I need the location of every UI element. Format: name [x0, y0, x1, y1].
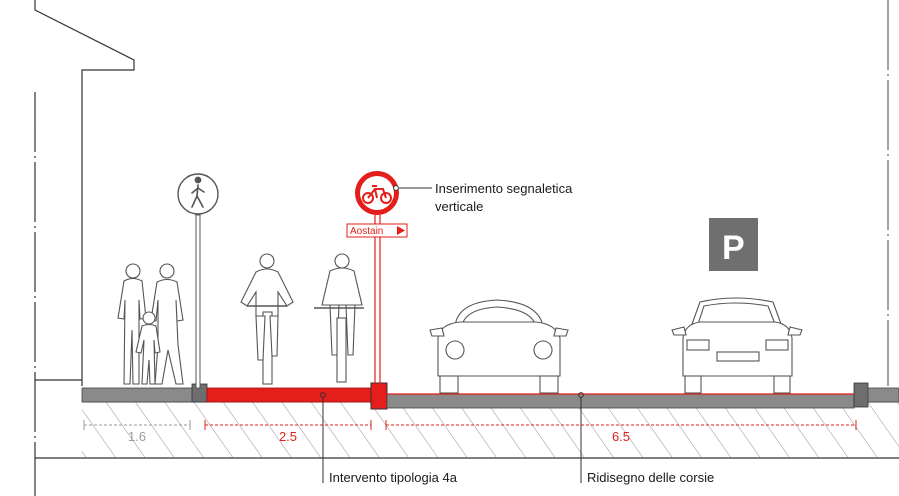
pedestrian-sign: [177, 173, 219, 389]
cycle-lane-kerb: [370, 382, 388, 410]
car-sedan: [671, 297, 803, 394]
car-sports: [429, 299, 569, 394]
callout-cycle-intervention: Intervento tipologia 4a: [320, 392, 458, 485]
dimension-sidewalk: 1.6: [83, 420, 191, 444]
kerb-right: [853, 382, 869, 408]
right-sidewalk-surface: [867, 387, 899, 403]
callout-lane-redesign: Ridisegno delle corsie: [578, 392, 714, 485]
cyclist-2: [314, 253, 364, 383]
carriageway-surface: [386, 393, 855, 409]
pedestrian-icon: [191, 176, 205, 208]
label-cycle-intervention: Intervento tipologia 4a: [329, 470, 458, 485]
building-outline: [34, 0, 135, 496]
label-signage-line2: verticale: [435, 199, 483, 214]
bicycle-sign: Aostain: [346, 171, 408, 384]
pedestrian-adult-1: [117, 263, 147, 385]
label-lane-redesign: Ridisegno delle corsie: [587, 470, 714, 485]
parking-sign: P: [709, 218, 758, 271]
dimension-carriageway: 6.5: [385, 420, 857, 444]
dimension-cycle-lane-label: 2.5: [279, 429, 297, 444]
cycle-lane-surface: [206, 387, 372, 403]
parking-letter: P: [722, 229, 745, 267]
pedestrian-adult-2: [150, 263, 184, 385]
bicycle-icon: [362, 185, 392, 204]
bike-plate-text: Aostain: [350, 226, 383, 237]
dimension-sidewalk-label: 1.6: [128, 429, 146, 444]
cyclist-1: [240, 253, 294, 385]
subgrade-hatch: [82, 402, 899, 458]
callout-signage: Inserimento segnaletica verticale: [399, 181, 573, 214]
pedestrian-child: [135, 311, 161, 385]
dimension-cycle-lane: 2.5: [204, 420, 372, 444]
dimension-carriageway-label: 6.5: [612, 429, 630, 444]
sidewalk-surface: [81, 387, 194, 403]
bike-plate: [346, 223, 408, 238]
label-signage-line1: Inserimento segnaletica: [435, 181, 573, 196]
